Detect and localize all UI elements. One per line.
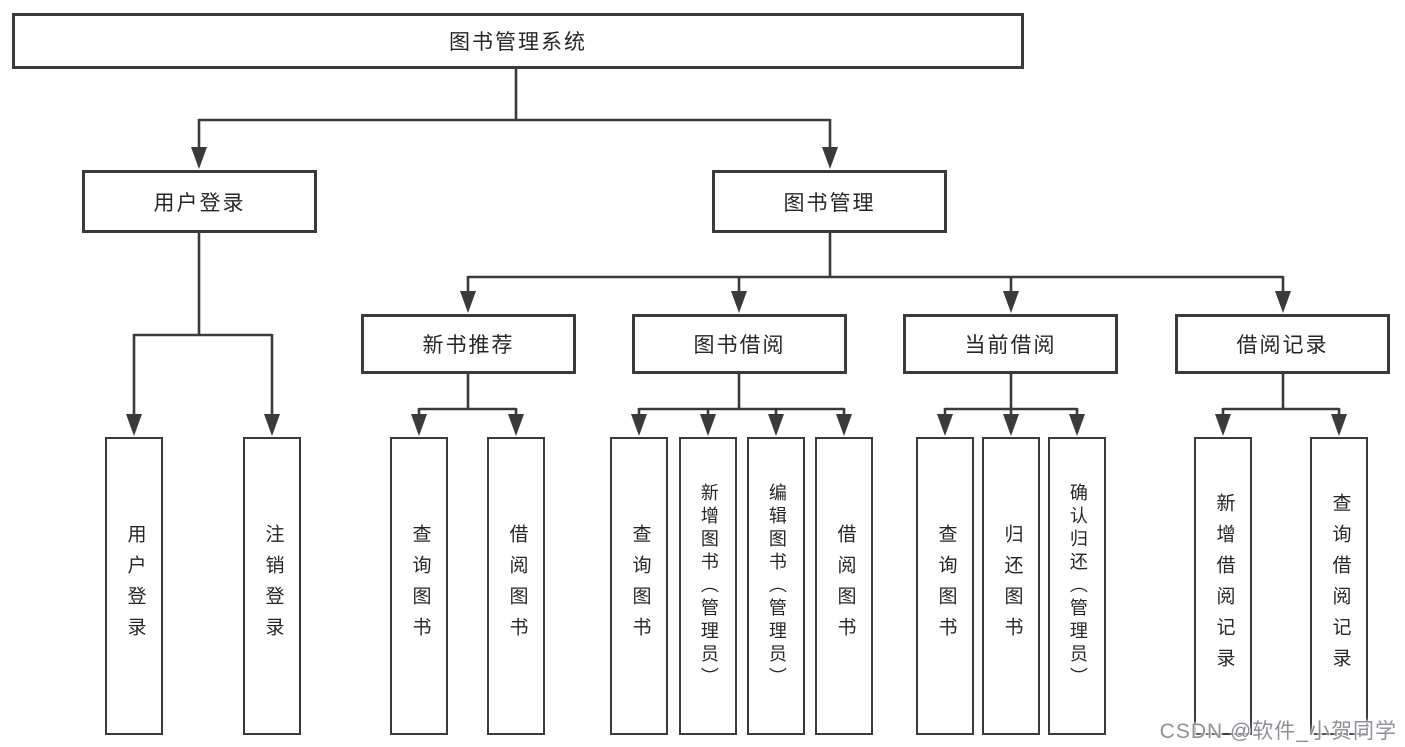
node-user-login: 用户登录: [82, 170, 317, 233]
node-label: 新书推荐: [422, 334, 515, 357]
leaf-label: 查询图书: [629, 524, 651, 648]
node-library-management-system: 图书管理系统: [12, 13, 1024, 69]
leaf-label: 注销登录: [262, 524, 284, 648]
connector-user-login: [126, 233, 280, 436]
node-label: 用户登录: [153, 191, 246, 215]
leaf-label: 归还图书: [1001, 524, 1023, 648]
leaf-label: 新增借阅记录: [1213, 493, 1235, 679]
leaf-query-borrow-record: 查询借阅记录: [1310, 437, 1368, 735]
connector-book-management: [460, 233, 1291, 313]
leaf-label: 查询借阅记录: [1329, 493, 1351, 679]
leaf-label: 借阅图书: [506, 524, 528, 648]
node-borrowing-records: 借阅记录: [1175, 314, 1390, 374]
connector-current-borrowing: [937, 374, 1085, 436]
connector-root: [191, 69, 838, 169]
node-label: 图书借阅: [693, 334, 786, 357]
leaf-label: 确认归还（管理员）: [1067, 482, 1088, 690]
leaf-add-borrow-record: 新增借阅记录: [1194, 437, 1252, 735]
node-book-management: 图书管理: [712, 170, 947, 233]
leaf-borrow-books-recommend: 借阅图书: [487, 437, 545, 735]
leaf-query-books-current: 查询图书: [916, 437, 974, 735]
leaf-label: 查询图书: [409, 524, 431, 648]
leaf-confirm-return-admin: 确认归还（管理员）: [1048, 437, 1106, 735]
connector-new-book-recommendation: [411, 374, 524, 436]
leaf-label: 借阅图书: [834, 524, 856, 648]
leaf-user-login: 用户登录: [105, 437, 163, 735]
node-label: 当前借阅: [964, 334, 1057, 357]
leaf-label: 新增图书（管理员）: [698, 482, 719, 690]
leaf-label: 编辑图书（管理员）: [766, 482, 787, 690]
connector-book-borrowing: [631, 374, 852, 436]
leaf-return-books: 归还图书: [982, 437, 1040, 735]
leaf-logout: 注销登录: [243, 437, 301, 735]
leaf-edit-book-admin: 编辑图书（管理员）: [747, 437, 805, 735]
node-label: 图书管理系统: [449, 31, 587, 54]
leaf-query-books-borrowing: 查询图书: [610, 437, 668, 735]
node-current-borrowing: 当前借阅: [903, 314, 1118, 374]
leaf-query-books-recommend: 查询图书: [390, 437, 448, 735]
leaf-borrow-books-borrowing: 借阅图书: [815, 437, 873, 735]
csdn-watermark: CSDN @软件_小贺同学: [1159, 720, 1397, 743]
node-book-borrowing: 图书借阅: [632, 314, 847, 374]
connector-borrowing-records: [1215, 374, 1347, 436]
node-new-book-recommendation: 新书推荐: [361, 314, 576, 374]
leaf-add-book-admin: 新增图书（管理员）: [679, 437, 737, 735]
node-label: 借阅记录: [1236, 334, 1329, 357]
node-label: 图书管理: [783, 191, 876, 215]
leaf-label: 用户登录: [124, 524, 146, 648]
leaf-label: 查询图书: [935, 524, 957, 648]
